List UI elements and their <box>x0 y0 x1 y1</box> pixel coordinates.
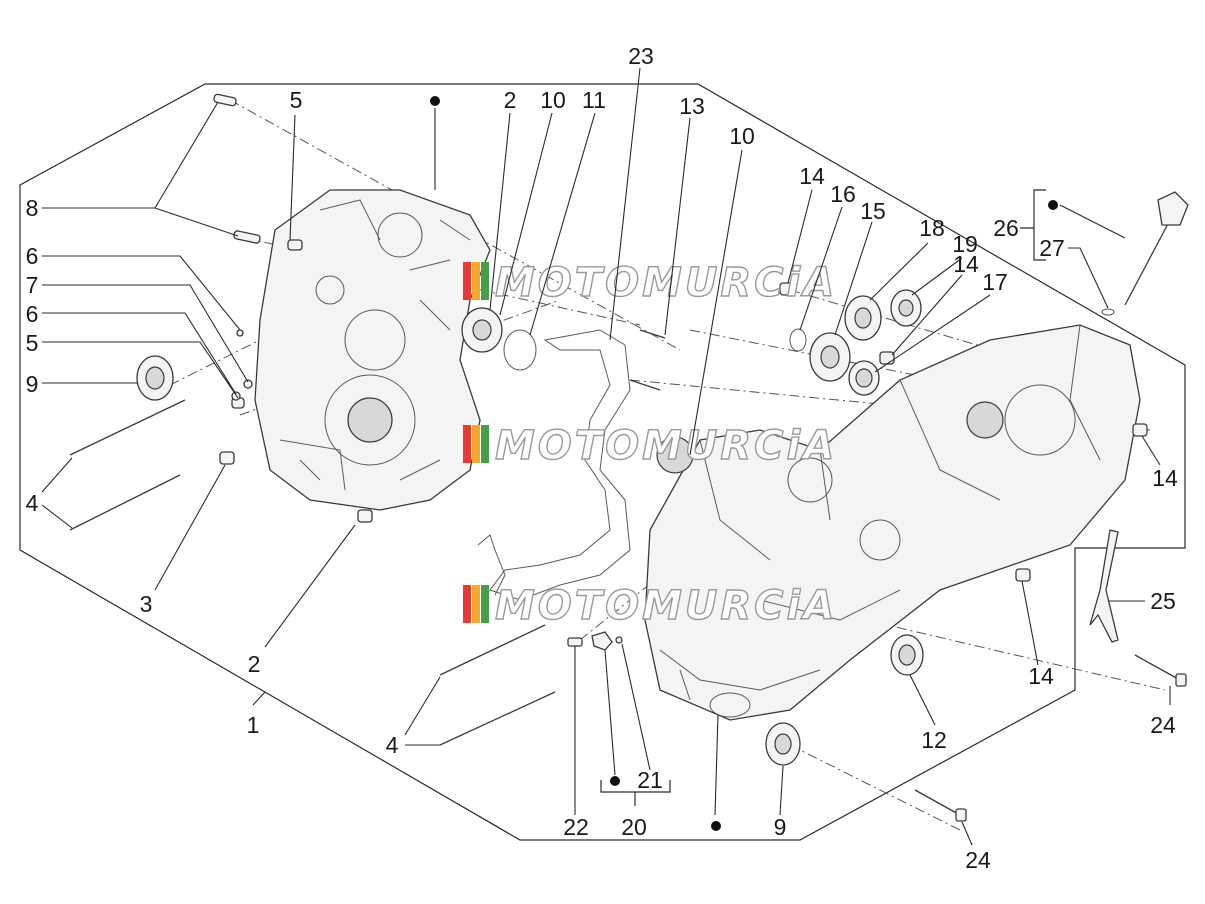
callout-13: 13 <box>679 93 705 119</box>
small-pins <box>231 329 253 401</box>
callout-14: 14 <box>1152 465 1178 491</box>
callout-4: 4 <box>386 732 399 758</box>
long-studs-4 <box>69 399 556 746</box>
callout-18: 18 <box>919 215 945 241</box>
callout-4: 4 <box>26 490 39 516</box>
bearing-15 <box>809 332 851 382</box>
bolts-24 <box>914 654 1187 822</box>
bullet-dot <box>1048 200 1058 210</box>
watermark-stripe-yellow <box>472 425 480 463</box>
sensor-assembly <box>567 631 623 651</box>
watermark-stripe-yellow <box>472 262 480 300</box>
callout-14: 14 <box>799 163 825 189</box>
bearing-18 <box>844 295 882 341</box>
watermark-stripe-red <box>463 585 471 623</box>
callout-11: 11 <box>582 87 606 113</box>
callout-14: 14 <box>1028 663 1054 689</box>
watermark-stripe-red <box>463 262 471 300</box>
callout-7: 7 <box>26 272 39 298</box>
seal-17 <box>848 360 880 396</box>
callout-9: 9 <box>774 814 787 840</box>
callout-24: 24 <box>1150 712 1176 738</box>
callout-1: 1 <box>247 712 260 738</box>
callout-9: 9 <box>26 371 39 397</box>
callout-8: 8 <box>26 195 39 221</box>
callout-19: 19 <box>952 231 978 257</box>
seal-12 <box>890 634 924 676</box>
bearing-19 <box>890 289 922 327</box>
watermark-text: MOTOMURCiA <box>495 260 837 306</box>
callout-14: 14 <box>953 251 979 277</box>
callout-15: 15 <box>860 198 886 224</box>
callout-16: 16 <box>830 181 856 207</box>
bracket-26-27 <box>1020 189 1046 261</box>
callout-10: 10 <box>729 123 755 149</box>
callout-3: 3 <box>140 591 153 617</box>
oil-seal-9-right <box>765 722 801 766</box>
assembly-outline <box>19 83 1186 841</box>
callout-6: 6 <box>26 243 39 269</box>
callout-17: 17 <box>982 269 1008 295</box>
callout-21: 21 <box>637 767 663 793</box>
gasket-clip <box>477 534 506 596</box>
bullet-dot <box>430 96 440 106</box>
watermark-stripe-green <box>481 262 489 300</box>
dipstick-26 <box>1124 191 1189 306</box>
callout-5: 5 <box>290 87 303 113</box>
studs-13 <box>629 329 666 391</box>
bracket-25 <box>1089 529 1119 643</box>
callout-26: 26 <box>993 215 1019 241</box>
watermark-text: MOTOMURCiA <box>495 583 837 629</box>
watermark-3: MOTOMURCiA <box>463 582 837 630</box>
bearing-2 <box>461 307 503 353</box>
watermark-1: MOTOMURCiA <box>463 259 837 307</box>
watermark-stripe-red <box>463 425 471 463</box>
circlip-16 <box>789 328 807 352</box>
callout-labels: 1 2 2 3 4 4 5 5 6 6 7 8 9 9 10 10 11 12 … <box>26 43 1178 873</box>
oring-27 <box>1101 308 1115 316</box>
watermark-text: MOTOMURCiA <box>495 423 837 469</box>
circlip-11 <box>503 329 537 371</box>
callout-2: 2 <box>248 651 261 677</box>
callout-24: 24 <box>965 847 991 873</box>
bullet-dot <box>711 821 721 831</box>
callout-5: 5 <box>26 330 39 356</box>
callout-27: 27 <box>1039 235 1065 261</box>
callout-22: 22 <box>563 814 589 840</box>
watermark-2: MOTOMURCiA <box>463 422 837 470</box>
leader-lines <box>41 67 1171 846</box>
stud-group-8 <box>213 93 261 244</box>
watermark-stripe-yellow <box>472 585 480 623</box>
watermark-stripe-green <box>481 585 489 623</box>
bullet-dot <box>610 776 620 786</box>
callout-23: 23 <box>628 43 654 69</box>
callout-25: 25 <box>1150 588 1176 614</box>
bracket-20-21 <box>600 780 671 806</box>
callout-20: 20 <box>621 814 647 840</box>
callout-2: 2 <box>504 87 517 113</box>
right-crankcase-half <box>644 324 1141 721</box>
callout-12: 12 <box>921 727 947 753</box>
watermark-stripe-green <box>481 425 489 463</box>
callout-6: 6 <box>26 301 39 327</box>
callout-10: 10 <box>540 87 566 113</box>
gasket <box>489 329 631 601</box>
oil-seal-9-left <box>136 355 174 401</box>
